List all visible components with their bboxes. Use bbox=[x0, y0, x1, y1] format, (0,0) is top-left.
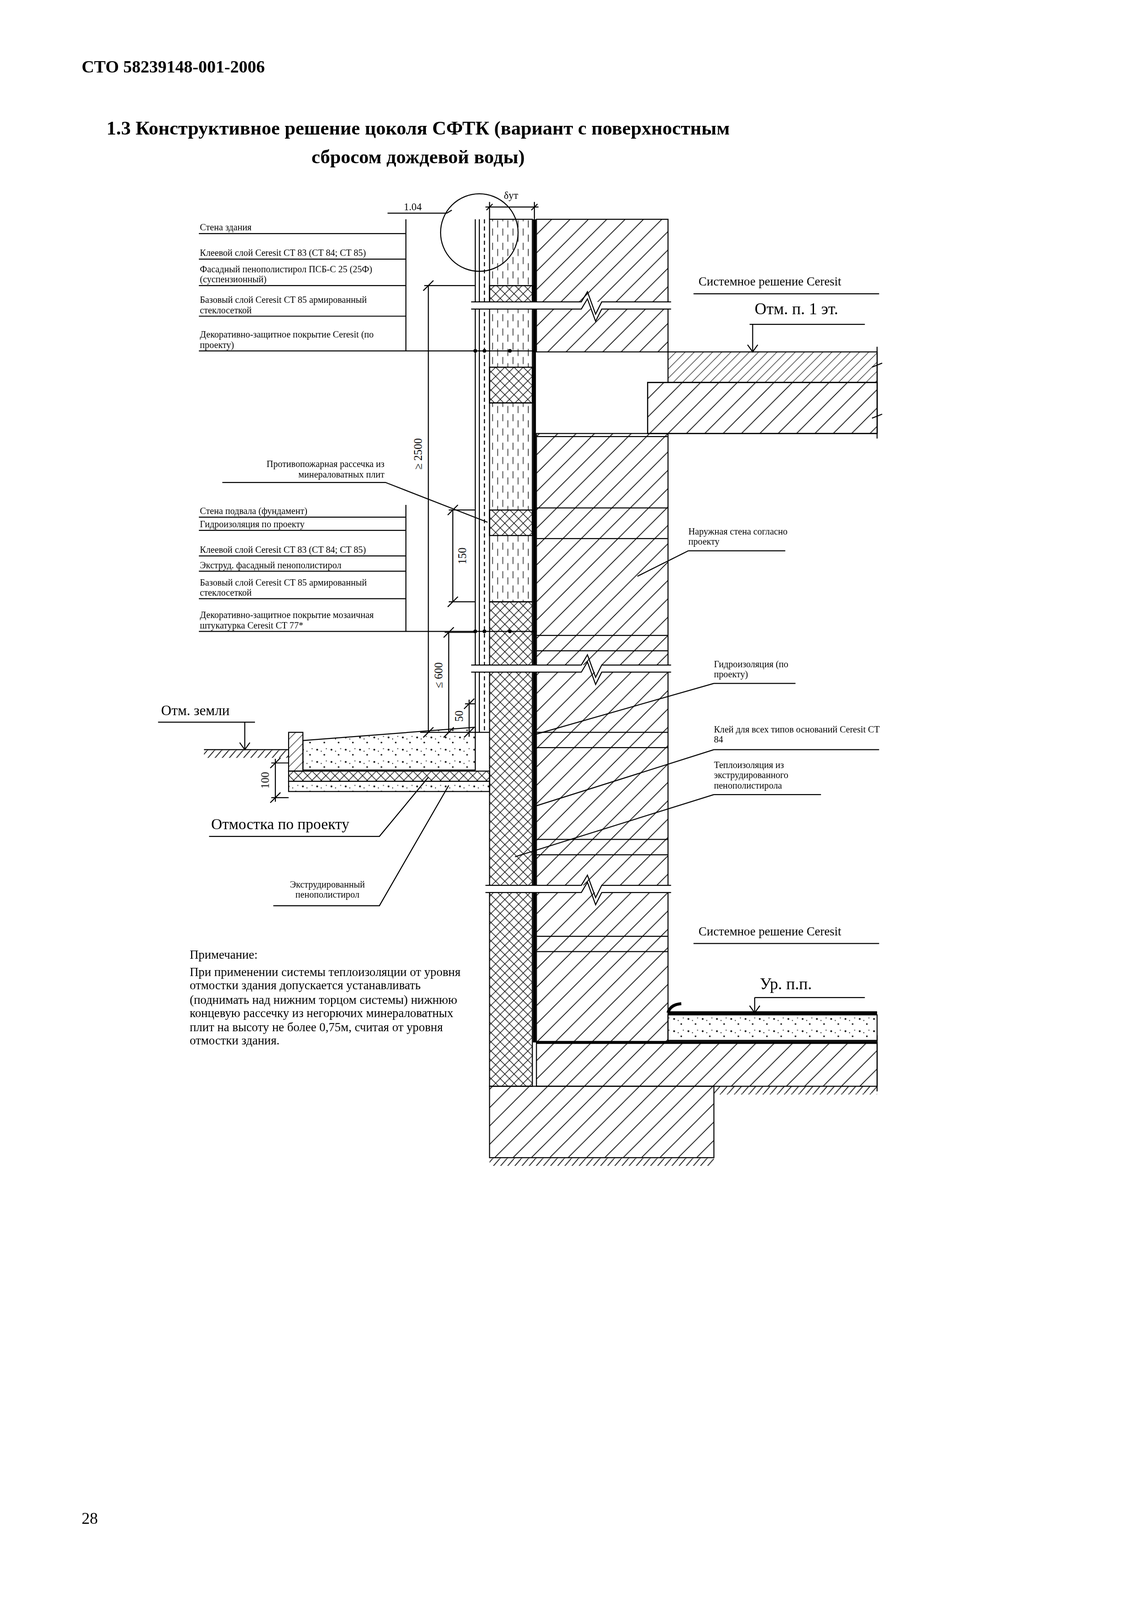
part-callout: Экструдированный пенополистирол bbox=[273, 879, 382, 900]
dimension-value: 150 bbox=[455, 546, 469, 566]
layer-callout: Базовый слой Ceresit CT 85 армированный … bbox=[199, 294, 404, 316]
layer-callout: Клеевой слой Ceresit CT 83 (CT 84; CT 85… bbox=[199, 544, 404, 556]
layer-callout: Клеевой слой Ceresit CT 83 (CT 84; CT 85… bbox=[199, 247, 404, 259]
dimension-value: 100 bbox=[259, 770, 272, 790]
level-mark: Отм. п. 1 эт. bbox=[754, 299, 839, 318]
dimension-value: 50 bbox=[452, 709, 466, 723]
level-mark: Отм. земли bbox=[160, 702, 230, 719]
system-label: Системное решение Ceresit bbox=[698, 275, 842, 290]
layer-callout: Базовый слой Ceresit CT 85 армированный … bbox=[199, 577, 404, 598]
detail-reference: 1.04 bbox=[404, 201, 422, 213]
part-callout: Теплоизоляция из экструдированного пеноп… bbox=[713, 759, 826, 791]
layer-callout: Стена подвала (фундамент) bbox=[199, 505, 404, 517]
page-heading: 1.3 Конструктивное решение цоколя СФТК (… bbox=[102, 114, 735, 171]
layer-callout: Декоративно-защитное покрытие Ceresit (п… bbox=[199, 329, 404, 350]
document-code: СТО 58239148-001-2006 bbox=[81, 57, 265, 77]
note-heading: Примечание: bbox=[189, 948, 258, 963]
layer-callout: Декоративно-защитное покрытие мозаичная … bbox=[199, 609, 404, 631]
dimension-value: ≥ 2500 bbox=[411, 436, 425, 471]
system-label: Системное решение Ceresit bbox=[698, 924, 842, 939]
dimension-value: ≤ 600 bbox=[432, 661, 446, 690]
note-text: При применении системы теплоизоляции от … bbox=[189, 965, 463, 1048]
part-callout: Отмостка по проекту bbox=[211, 815, 350, 834]
layer-callout: Фасадный пенополистирол ПСБ-С 25 (25Ф) (… bbox=[199, 264, 404, 285]
level-mark: Ур. п.п. bbox=[759, 975, 812, 994]
dimension-symbol: δут bbox=[503, 189, 519, 202]
layer-callout: Гидроизоляция по проекту bbox=[199, 518, 404, 530]
part-callout: Клей для всех типов оснований Ceresit CT… bbox=[713, 724, 882, 745]
page-number: 28 bbox=[81, 1509, 99, 1528]
layer-callout: Стена здания bbox=[199, 222, 404, 234]
part-callout: Наружная стена согласно проекту bbox=[688, 526, 791, 547]
layer-callout: Экструд. фасадный пенополистирол bbox=[199, 560, 404, 571]
part-callout: Гидроизоляция (по проекту) bbox=[713, 658, 816, 680]
part-callout: Противопожарная рассечка из минераловатн… bbox=[219, 458, 385, 480]
